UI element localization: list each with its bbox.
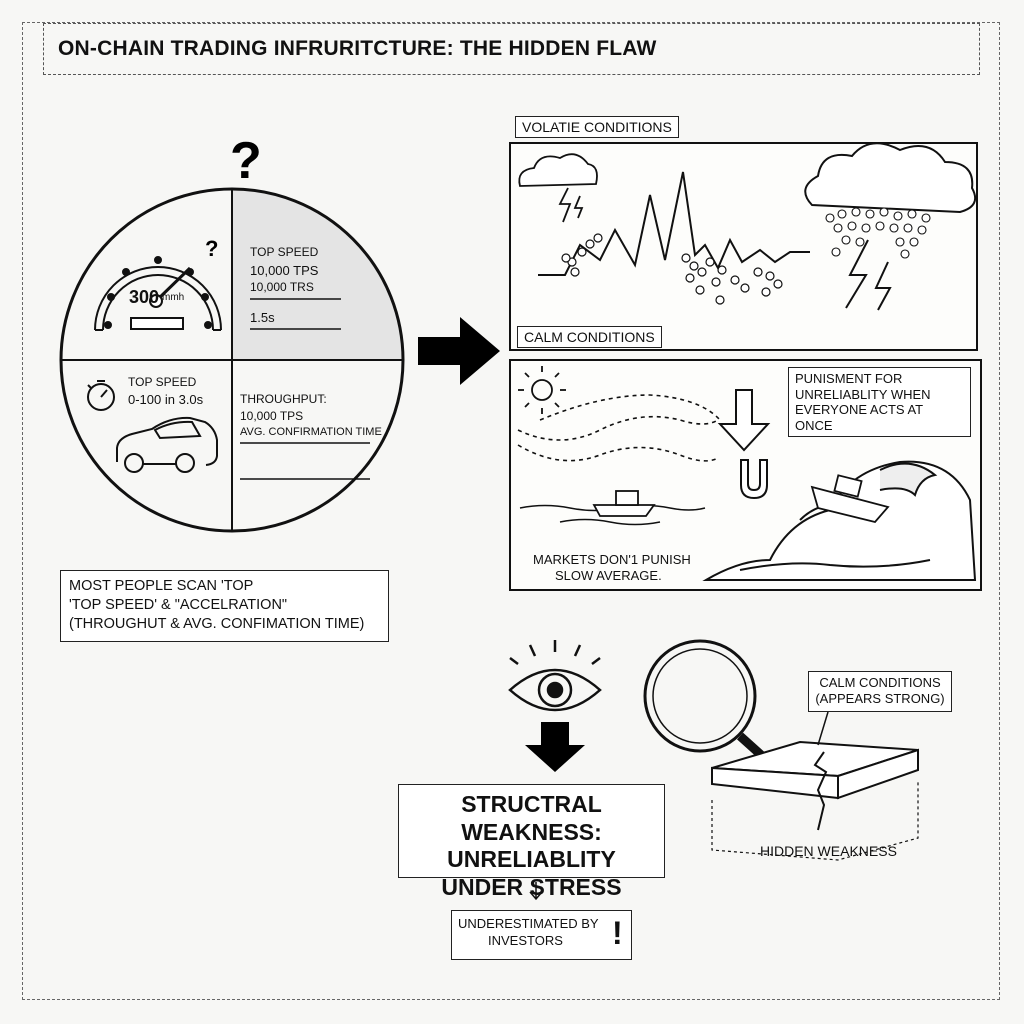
page-title: ON-CHAIN TRADING INFRURITCTURE: THE HIDD… bbox=[58, 37, 657, 60]
q4-label-2: 10,000 TPS bbox=[240, 409, 304, 423]
question-mark-icon: ? bbox=[230, 132, 262, 190]
under-line-2: INVESTORS bbox=[488, 932, 563, 948]
punishment-box: PUNISMENT FOR UNRELIABLITY WHEN EVERYONE… bbox=[788, 367, 971, 438]
scan-note-line-2: 'TOP SPEED' & "ACCELRATION" bbox=[69, 596, 288, 613]
speedometer-icon bbox=[94, 256, 222, 331]
weak-line-3: UNDER STRESS bbox=[441, 873, 622, 900]
scan-note-box: MOST PEOPLE SCAN 'TOP 'TOP SPEED' & "ACC… bbox=[60, 570, 389, 642]
q3-label-1: TOP SPEED bbox=[128, 375, 197, 389]
callout-pointer bbox=[817, 711, 829, 746]
down-arrow-icon bbox=[525, 722, 585, 772]
volatile-price-line bbox=[538, 171, 810, 276]
right-arrow-icon bbox=[418, 317, 500, 385]
q4-label-3: AVG. CONFIRMATION TIME bbox=[240, 426, 382, 438]
scan-note-line-1: MOST PEOPLE SCAN 'TOP bbox=[69, 578, 254, 594]
title-box: ON-CHAIN TRADING INFRURITCTURE: THE HIDD… bbox=[43, 23, 980, 75]
calm-wave-line-1 bbox=[517, 415, 719, 441]
punish-line-3: EVERYONE ACTS AT ONCE bbox=[795, 402, 923, 433]
stopwatch-icon bbox=[87, 380, 115, 411]
q1-label-1: TOP SPEED bbox=[250, 245, 319, 259]
exclamation-icon: ! bbox=[612, 915, 623, 951]
q4-label-1: THROUGHPUT: bbox=[240, 392, 327, 406]
car-icon bbox=[116, 416, 218, 473]
q1-label-3: 10,000 TRS bbox=[250, 280, 314, 294]
q1-label-4: 1.5s bbox=[250, 310, 275, 325]
magnet-icon bbox=[740, 459, 768, 500]
calm-label: CALM CONDITIONS bbox=[517, 326, 662, 348]
dial-shaded-quadrant bbox=[232, 190, 403, 360]
small-boat-icon bbox=[592, 490, 656, 517]
underestimated-box: UNDERESTIMATED BY INVESTORS ! bbox=[451, 910, 632, 960]
calm-box-line-2: (APPEARS STRONG) bbox=[815, 691, 945, 707]
hail-dots bbox=[825, 207, 931, 259]
calm-wave-line-3 bbox=[539, 394, 721, 421]
calm-appears-box: CALM CONDITIONS (APPEARS STRONG) bbox=[808, 671, 952, 712]
markets-text: MARKETS DON'1 PUNISH SLOW AVERAGE. bbox=[533, 552, 691, 585]
speedometer-value: 300 bbox=[129, 287, 160, 307]
under-line-1: UNDERESTIMATED BY bbox=[458, 916, 599, 931]
sun-icon bbox=[518, 366, 566, 414]
markets-line-1: MARKETS DON'1 PUNISH bbox=[533, 552, 691, 567]
small-question-icon: ? bbox=[205, 236, 218, 261]
calm-box-line-1: CALM CONDITIONS bbox=[819, 675, 941, 690]
markets-line-2: SLOW AVERAGE. bbox=[555, 568, 662, 584]
outer-frame bbox=[22, 22, 1000, 1000]
scatter-dots-left bbox=[561, 233, 783, 305]
hidden-weakness-label: HIDDEN WEAKNESS bbox=[760, 843, 897, 859]
scan-note-line-3: (THROUGHUT & AVG. CONFIMATION TIME) bbox=[69, 615, 365, 632]
structural-weakness-box: STRUCTRAL WEAKNESS: UNRELIABLITY UNDER S… bbox=[398, 784, 665, 900]
down-arrow-outline-icon bbox=[717, 389, 771, 452]
speedometer-unit: mmh bbox=[162, 292, 185, 303]
cracked-slab-icon bbox=[711, 740, 919, 861]
eye-icon bbox=[508, 640, 602, 712]
weak-line-2: UNRELIABLITY bbox=[447, 846, 616, 873]
q1-label-2: 10,000 TPS bbox=[250, 263, 319, 278]
q3-label-2: 0-100 in 3.0s bbox=[128, 392, 204, 407]
punish-line-2: UNRELIABLITY WHEN bbox=[795, 386, 931, 402]
storm-cloud-small-icon bbox=[518, 153, 598, 223]
dial-circle bbox=[59, 187, 405, 533]
tossed-boat-icon bbox=[810, 474, 890, 524]
volatile-label: VOLATIE CONDITIONS bbox=[515, 116, 679, 138]
punish-line-1: PUNISMENT FOR bbox=[795, 371, 903, 386]
storm-cloud-large-icon bbox=[804, 142, 976, 311]
small-down-arrow-icon bbox=[529, 882, 543, 901]
weak-line-1: STRUCTRAL WEAKNESS: bbox=[461, 791, 602, 845]
magnifier-icon bbox=[643, 639, 784, 776]
calm-wave-line-2 bbox=[517, 444, 719, 462]
